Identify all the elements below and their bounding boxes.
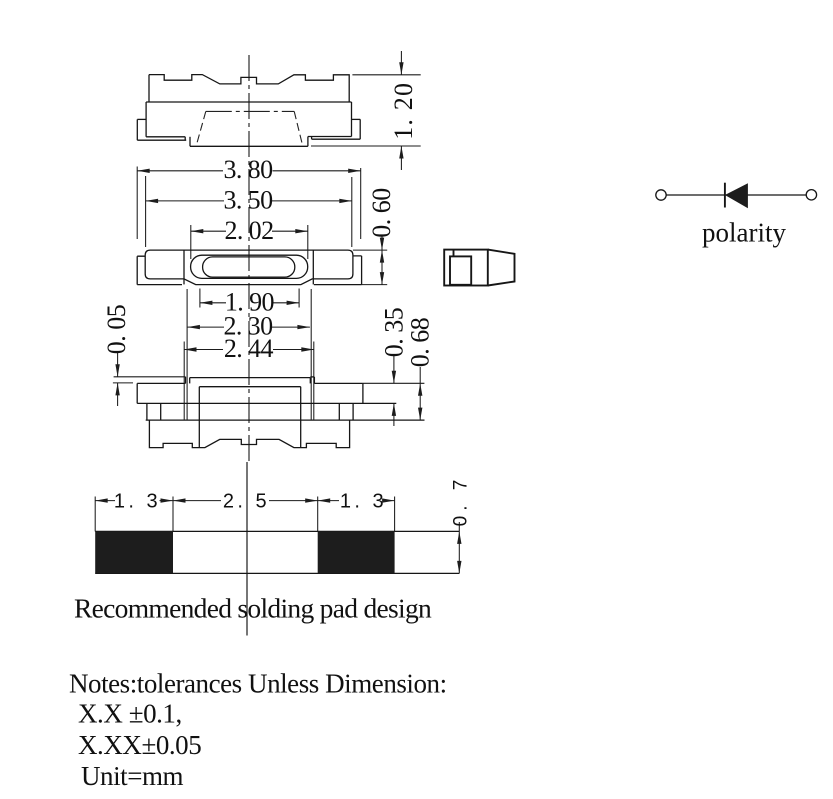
svg-text:1. 90: 1. 90: [225, 287, 275, 316]
svg-text:Unit=mm: Unit=mm: [81, 761, 184, 791]
svg-text:3. 80: 3. 80: [223, 155, 273, 184]
svg-text:0. 60: 0. 60: [367, 188, 396, 238]
svg-text:1. 20: 1. 20: [389, 82, 418, 140]
svg-text:0. 7: 0. 7: [451, 475, 472, 527]
svg-text:2. 30: 2. 30: [223, 312, 273, 341]
svg-text:3. 50: 3. 50: [223, 185, 273, 214]
svg-text:0. 05: 0. 05: [102, 305, 131, 355]
svg-text:Recommended solding pad design: Recommended solding pad design: [74, 593, 432, 624]
svg-text:X.XX±0.05: X.XX±0.05: [78, 730, 201, 760]
svg-text:2. 44: 2. 44: [224, 334, 274, 363]
svg-text:0. 68: 0. 68: [406, 317, 435, 367]
svg-text:X.X ±0.1,: X.X ±0.1,: [78, 699, 182, 729]
svg-text:2. 5: 2. 5: [223, 491, 270, 513]
svg-text:1. 3: 1. 3: [340, 491, 387, 513]
svg-text:Notes:tolerances Unless Dimens: Notes:tolerances Unless Dimension:: [69, 669, 447, 699]
svg-text:2. 02: 2. 02: [224, 216, 273, 245]
svg-text:1. 3: 1. 3: [114, 491, 161, 513]
svg-text:0. 35: 0. 35: [380, 308, 409, 358]
svg-text:polarity: polarity: [702, 218, 786, 248]
